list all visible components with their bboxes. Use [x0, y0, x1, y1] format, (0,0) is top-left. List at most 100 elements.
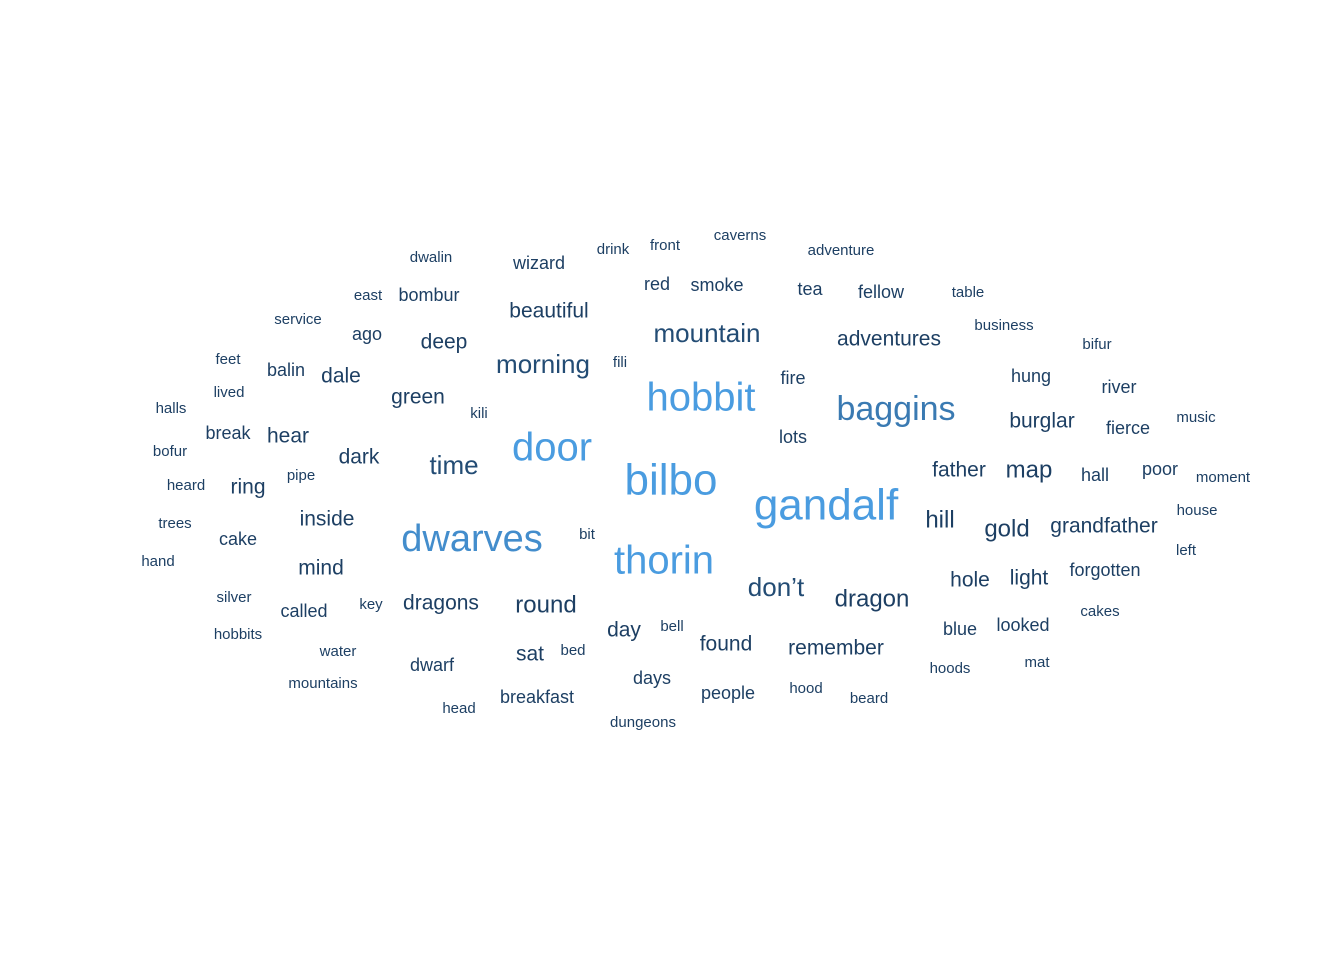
word-lots: lots	[779, 427, 807, 447]
word-baggins: baggins	[836, 390, 955, 428]
word-fierce: fierce	[1106, 418, 1150, 438]
word-dwarf: dwarf	[410, 655, 455, 675]
word-house: house	[1177, 502, 1218, 519]
word-don-t: don’t	[748, 572, 805, 602]
word-found: found	[700, 633, 753, 656]
word-father: father	[932, 459, 986, 482]
word-mind: mind	[298, 557, 344, 580]
word-fire: fire	[780, 368, 805, 388]
word-fili: fili	[613, 354, 627, 371]
word-beautiful: beautiful	[509, 300, 588, 323]
word-ring: ring	[230, 476, 265, 499]
word-bilbo: bilbo	[625, 456, 718, 505]
word-wizard: wizard	[512, 253, 565, 273]
word-remember: remember	[788, 637, 884, 660]
word-hear: hear	[267, 425, 309, 448]
word-hood: hood	[789, 680, 822, 697]
word-feet: feet	[215, 351, 241, 368]
word-hill: hill	[925, 506, 954, 533]
word-break: break	[205, 423, 251, 443]
word-morning: morning	[496, 349, 590, 379]
word-pipe: pipe	[287, 467, 315, 484]
word-dale: dale	[321, 365, 361, 388]
word-left: left	[1176, 542, 1197, 559]
word-dwalin: dwalin	[410, 249, 453, 266]
word-mountains: mountains	[288, 675, 357, 692]
word-hoods: hoods	[930, 660, 971, 677]
word-people: people	[701, 683, 755, 703]
word-gandalf: gandalf	[754, 481, 899, 530]
word-music: music	[1176, 409, 1216, 426]
word-fellow: fellow	[858, 282, 905, 302]
word-called: called	[280, 601, 327, 621]
word-hole: hole	[950, 569, 990, 592]
word-caverns: caverns	[714, 227, 767, 244]
word-balin: balin	[267, 360, 305, 380]
word-time: time	[429, 450, 478, 480]
word-head: head	[442, 700, 475, 717]
word-dwarves: dwarves	[401, 518, 543, 560]
word-table: table	[952, 284, 985, 301]
word-hobbits: hobbits	[214, 626, 262, 643]
word-heard: heard	[167, 477, 205, 494]
word-adventures: adventures	[837, 328, 941, 351]
word-inside: inside	[300, 508, 355, 531]
word-ago: ago	[352, 324, 382, 344]
word-adventure: adventure	[808, 242, 875, 259]
word-mountain: mountain	[654, 318, 761, 348]
word-red: red	[644, 274, 670, 294]
word-trees: trees	[158, 515, 191, 532]
word-bed: bed	[560, 642, 585, 659]
word-burglar: burglar	[1009, 410, 1074, 433]
word-map: map	[1006, 456, 1053, 483]
word-breakfast: breakfast	[500, 687, 574, 707]
word-forgotten: forgotten	[1069, 560, 1140, 580]
word-front: front	[650, 237, 681, 254]
word-moment: moment	[1196, 469, 1251, 486]
word-hall: hall	[1081, 465, 1109, 485]
word-bit: bit	[579, 526, 596, 543]
word-kili: kili	[470, 405, 488, 422]
word-gold: gold	[984, 515, 1029, 542]
word-dark: dark	[339, 446, 380, 469]
word-green: green	[391, 386, 445, 409]
word-sat: sat	[516, 643, 544, 666]
word-mat: mat	[1024, 654, 1050, 671]
word-bombur: bombur	[398, 285, 459, 305]
word-business: business	[974, 317, 1033, 334]
word-bofur: bofur	[153, 443, 187, 460]
word-days: days	[633, 668, 671, 688]
word-round: round	[515, 591, 576, 618]
word-dragons: dragons	[403, 592, 479, 615]
word-looked: looked	[996, 615, 1049, 635]
word-tea: tea	[797, 279, 823, 299]
word-water: water	[319, 643, 357, 660]
word-grandfather: grandfather	[1050, 515, 1157, 538]
word-river: river	[1102, 377, 1137, 397]
word-silver: silver	[216, 589, 251, 606]
word-hand: hand	[141, 553, 174, 570]
word-deep: deep	[421, 331, 468, 354]
word-hobbit: hobbit	[647, 376, 756, 420]
word-light: light	[1010, 567, 1049, 590]
word-beard: beard	[850, 690, 888, 707]
word-cake: cake	[219, 529, 257, 549]
word-east: east	[354, 287, 383, 304]
word-thorin: thorin	[614, 539, 714, 583]
word-lived: lived	[214, 384, 245, 401]
word-day: day	[607, 619, 641, 642]
word-poor: poor	[1142, 459, 1178, 479]
word-halls: halls	[156, 400, 187, 417]
word-door: door	[512, 426, 592, 470]
word-drink: drink	[597, 241, 630, 258]
word-cakes: cakes	[1080, 603, 1119, 620]
word-service: service	[274, 311, 322, 328]
word-hung: hung	[1011, 366, 1051, 386]
word-smoke: smoke	[690, 275, 743, 295]
word-dungeons: dungeons	[610, 714, 676, 731]
word-bell: bell	[660, 618, 683, 635]
word-key: key	[359, 596, 383, 613]
word-bifur: bifur	[1082, 336, 1111, 353]
word-blue: blue	[943, 619, 977, 639]
